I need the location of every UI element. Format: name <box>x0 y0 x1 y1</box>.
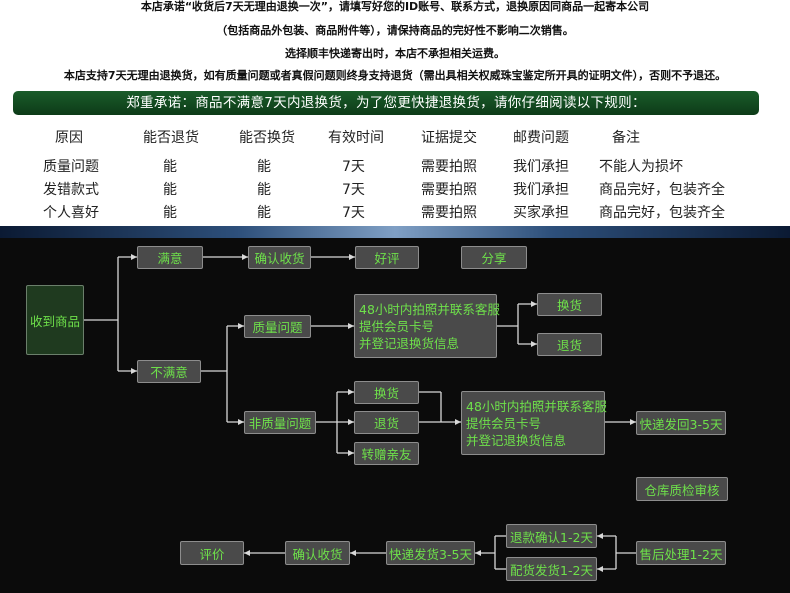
refund-confirm-node: 退款确认1-2天 <box>506 524 597 548</box>
photo-step-text: 提供会员卡号 <box>359 318 435 334</box>
express-ship-node: 快递发货3-5天 <box>386 541 475 565</box>
review-node: 评价 <box>180 541 244 565</box>
good-review-node: 好评 <box>355 246 419 269</box>
exchange-node-2: 换货 <box>354 381 419 404</box>
photo-step-text: 并登记退换货信息 <box>359 335 460 351</box>
share-node: 分享 <box>461 246 527 269</box>
table-cell: 能 <box>257 205 271 221</box>
table-row: 发错款式 能 能 7天 需要拍照 我们承担 商品完好，包装齐全 <box>0 179 790 199</box>
return-node-2: 退货 <box>354 411 419 434</box>
photo-step-text: 48小时内拍照并联系客服 <box>359 301 500 317</box>
confirm-receipt-node: 确认收货 <box>248 246 311 269</box>
promise-banner: 郑重承诺：商品不满意7天内退换货，为了您更快捷退换货，请你仔细阅读以下规则： <box>13 91 759 115</box>
warehouse-check-node: 仓库质检审核 <box>636 477 728 501</box>
photo-step-text: 48小时内拍照并联系客服 <box>466 398 607 414</box>
non-quality-issue-node: 非质量问题 <box>244 411 316 434</box>
notice-line-3: 选择顺丰快递寄出时，本店不承担相关运费。 <box>285 47 505 60</box>
table-cell: 7天 <box>342 159 365 175</box>
table-cell: 能 <box>257 182 271 198</box>
ship-out-node: 配货发货1-2天 <box>506 557 597 581</box>
table-cell: 能 <box>163 159 177 175</box>
notice-line-2: （包括商品外包装、商品附件等），请保持商品的完好性不影响二次销售。 <box>216 24 574 37</box>
table-cell: 7天 <box>342 182 365 198</box>
received-goods-node: 收到商品 <box>26 285 84 355</box>
table-cell: 我们承担 <box>513 182 569 198</box>
table-cell: 需要拍照 <box>421 159 477 175</box>
table-header: 能否退货 <box>143 130 199 146</box>
table-row: 个人喜好 能 能 7天 需要拍照 买家承担 商品完好，包装齐全 <box>0 202 790 222</box>
table-header: 备注 <box>612 130 640 146</box>
table-cell: 我们承担 <box>513 159 569 175</box>
unsatisfied-node: 不满意 <box>137 360 201 383</box>
table-header-row: 原因 能否退货 能否换货 有效时间 证据提交 邮费问题 备注 <box>0 127 790 147</box>
express-back-node: 快递发回3-5天 <box>636 411 726 435</box>
table-cell: 商品完好，包装齐全 <box>599 182 725 198</box>
exchange-node-1: 换货 <box>537 293 602 316</box>
photo-step-text: 并登记退换货信息 <box>466 432 567 448</box>
table-header: 邮费问题 <box>513 130 569 146</box>
table-header: 能否换货 <box>239 130 295 146</box>
table-cell: 发错款式 <box>43 182 99 198</box>
photo-step-text: 提供会员卡号 <box>466 415 542 431</box>
after-sale-node: 售后处理1-2天 <box>636 541 726 565</box>
notice-line-1: 本店承诺“收货后7天无理由退换一次”，请填写好您的ID账号、联系方式，退换原因同… <box>140 0 650 13</box>
table-cell: 商品完好，包装齐全 <box>599 205 725 221</box>
table-row: 质量问题 能 能 7天 需要拍照 我们承担 不能人为损坏 <box>0 156 790 176</box>
table-cell: 能 <box>257 159 271 175</box>
gift-friend-node: 转赠亲友 <box>354 442 419 465</box>
section-divider <box>0 226 790 238</box>
table-header: 原因 <box>55 130 83 146</box>
table-cell: 需要拍照 <box>421 182 477 198</box>
table-header: 有效时间 <box>328 130 384 146</box>
photo-steps-node-2: 48小时内拍照并联系客服 提供会员卡号 并登记退换货信息 <box>461 391 607 455</box>
table-cell: 能 <box>163 182 177 198</box>
table-cell: 买家承担 <box>513 205 569 221</box>
table-cell: 需要拍照 <box>421 205 477 221</box>
quality-issue-node: 质量问题 <box>244 315 311 338</box>
table-cell: 质量问题 <box>43 159 99 175</box>
table-cell: 个人喜好 <box>43 205 99 221</box>
policy-section: 本店承诺“收货后7天无理由退换一次”，请填写好您的ID账号、联系方式，退换原因同… <box>0 0 790 226</box>
return-node-1: 退货 <box>537 333 602 356</box>
notice-line-4: 本店支持7天无理由退换货，如有质量问题或者真假问题则终身支持退货（需出具相关权威… <box>63 69 727 82</box>
photo-steps-node-1: 48小时内拍照并联系客服 提供会员卡号 并登记退换货信息 <box>354 294 500 358</box>
satisfied-node: 满意 <box>137 246 203 269</box>
confirm-receipt-node-2: 确认收货 <box>285 541 350 565</box>
table-header: 证据提交 <box>421 130 477 146</box>
table-cell: 不能人为损坏 <box>599 159 683 175</box>
table-cell: 能 <box>163 205 177 221</box>
table-cell: 7天 <box>342 205 365 221</box>
